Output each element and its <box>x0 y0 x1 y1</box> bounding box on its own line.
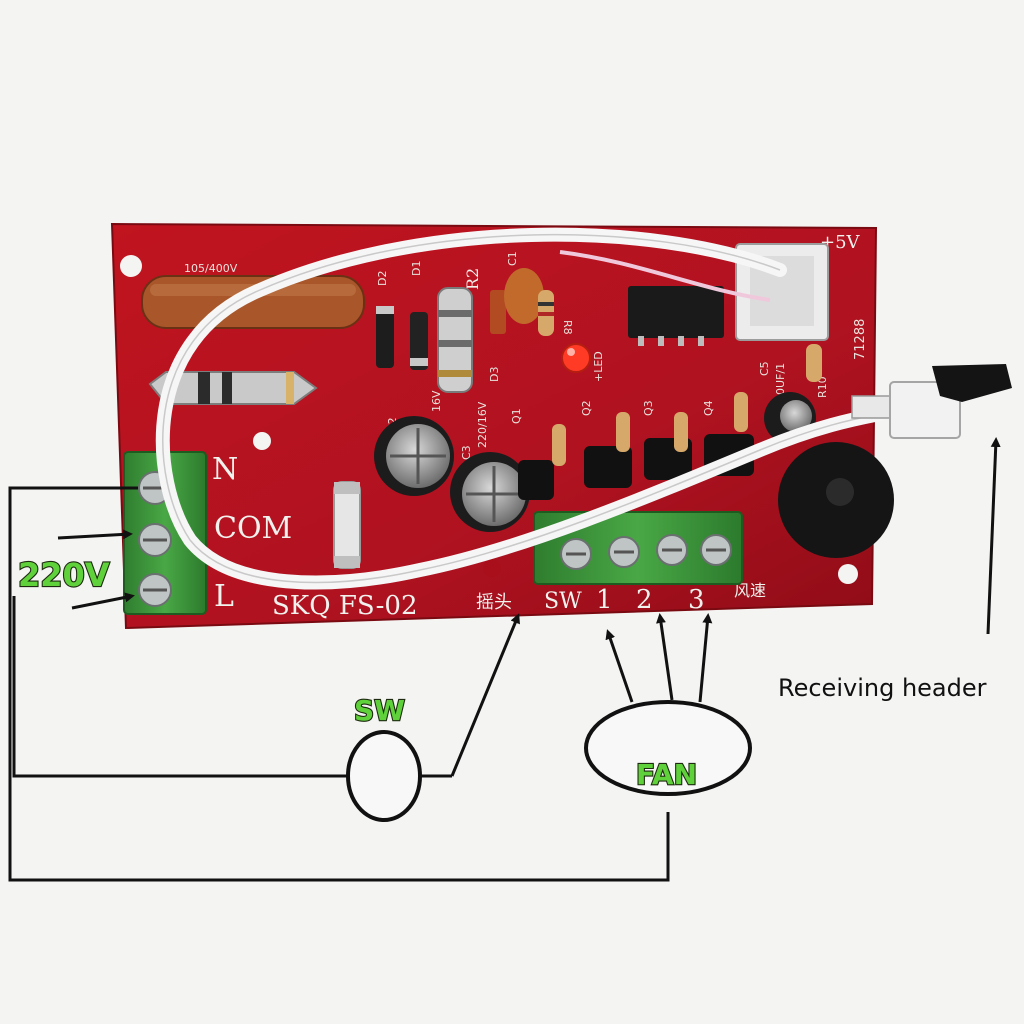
resistor-r8 <box>538 290 554 336</box>
ref-r8: R8 <box>561 320 574 335</box>
glass-fuse <box>333 481 361 569</box>
capacitor-rating-label: 105/400V <box>184 262 238 275</box>
switch-label: SW <box>354 694 405 727</box>
arrow-to-l <box>71 592 135 610</box>
arrow-to-receiving-header <box>986 437 1001 635</box>
diode-d1 <box>410 312 428 370</box>
terminal-label-1: 1 <box>596 585 613 615</box>
ref-r10: R10 <box>816 376 829 398</box>
ref-c5-value: 10UF/1 <box>774 363 787 402</box>
mount-hole <box>838 564 858 584</box>
mount-hole <box>253 432 271 450</box>
terminal-label-n: N <box>212 452 238 487</box>
switch-symbol <box>346 730 422 822</box>
ref-c3-voltage: 220/16V <box>476 401 489 448</box>
receiving-header-plug[interactable] <box>851 364 1012 439</box>
mount-hole <box>483 559 501 577</box>
live-wire <box>12 596 348 778</box>
electrolytic-capacitor-c2 <box>374 416 454 496</box>
arrow-to-speed-2 <box>656 613 674 701</box>
ref-c1: C1 <box>506 251 519 266</box>
terminal-label-2: 2 <box>636 585 653 615</box>
terminal-label-3: 3 <box>688 585 705 615</box>
resistor-r10 <box>806 344 822 382</box>
terminal-block-power <box>123 451 207 615</box>
swing-label: 摇头 <box>476 592 512 613</box>
terminal-label-l: L <box>214 579 234 614</box>
power-rail-label: +5V <box>820 232 861 253</box>
ceramic-capacitor-c1 <box>504 268 544 324</box>
wiring-lines <box>8 486 670 882</box>
arrow-to-sw-terminal <box>450 613 520 777</box>
diode-d3 <box>490 290 506 334</box>
triac-q2 <box>584 446 632 488</box>
status-led <box>561 343 591 373</box>
ref-q4: Q4 <box>702 400 715 416</box>
mount-hole <box>120 255 142 277</box>
arrow-to-speed-1 <box>605 629 634 703</box>
power-resistor <box>148 371 318 405</box>
receiver-cable <box>155 227 887 590</box>
small-resistors <box>552 392 748 466</box>
diode-d2 <box>376 306 394 368</box>
wind-speed-label: 风速 <box>734 581 766 600</box>
board-serial: 71288 <box>853 319 868 360</box>
board-model: SKQ FS-02 <box>272 591 418 621</box>
arrow-to-com <box>57 529 133 540</box>
fan-label: FAN <box>636 758 697 791</box>
ic-chip <box>628 286 724 346</box>
receiving-header-label: Receiving header <box>778 674 987 702</box>
arrow-to-speed-3 <box>698 613 713 703</box>
ceramic-resistor <box>437 287 473 393</box>
supply-voltage-label: 220V <box>18 556 110 594</box>
neutral-wire <box>8 486 670 882</box>
ref-q3: Q3 <box>642 400 655 416</box>
ref-c3: C3 <box>460 445 473 460</box>
ref-q2: Q2 <box>580 400 593 416</box>
buzzer <box>778 442 894 558</box>
ref-c5: C5 <box>758 361 771 376</box>
ref-d2: D2 <box>376 271 389 286</box>
ref-d3: D3 <box>488 367 501 382</box>
ref-q1: Q1 <box>510 408 523 424</box>
fan-symbol <box>584 700 752 796</box>
ref-r2: R2 <box>463 268 482 290</box>
film-capacitor <box>141 275 365 329</box>
terminal-label-sw: SW <box>544 589 582 614</box>
ref-led: +LED <box>592 351 605 382</box>
triac-q1 <box>518 460 554 500</box>
ref-c2-voltage: 16V <box>430 390 443 412</box>
terminal-label-com: COM <box>214 511 292 546</box>
arrows <box>57 437 1001 777</box>
electrolytic-capacitor-c3 <box>450 452 530 532</box>
terminal-block-output <box>533 511 743 585</box>
ref-d1: D1 <box>410 261 423 276</box>
